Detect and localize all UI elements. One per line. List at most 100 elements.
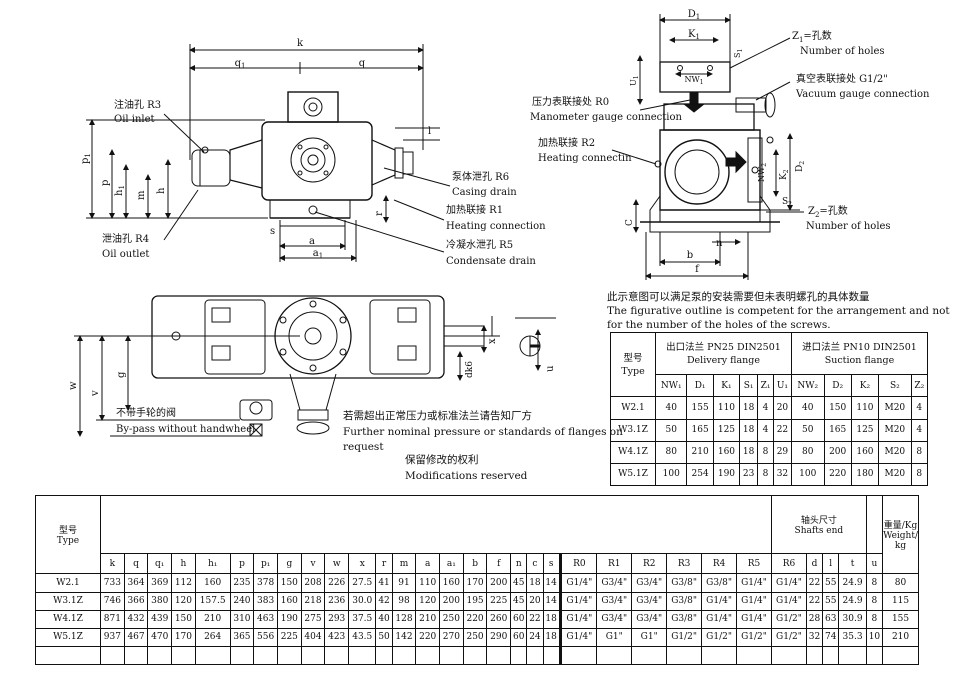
dim-p1: p1 — [80, 153, 92, 164]
dim-x: x — [487, 338, 498, 344]
table-cell: G3/4" — [596, 591, 633, 611]
label-vacuum-cn: 真空表联接处 G1/2" — [796, 74, 888, 85]
table-cell: 43.5 — [348, 627, 377, 647]
empty-cell — [324, 645, 350, 666]
table-cell: 8 — [757, 440, 774, 464]
table-cell: 37.5 — [348, 609, 377, 629]
column-header: NW₁ — [654, 374, 688, 398]
table-cell: G3/8" — [666, 573, 703, 593]
table-cell: G1/4" — [701, 609, 738, 629]
empty-cell — [439, 645, 464, 666]
table-cell: G1/4" — [561, 609, 598, 629]
shaft-en: Shafts end — [794, 526, 844, 537]
table-cell: 128 — [391, 609, 417, 629]
label-z1: Z1=孔数 — [792, 31, 832, 44]
column-header: c — [526, 553, 544, 575]
table-cell: 110 — [712, 396, 741, 420]
table-cell: 60 — [510, 627, 528, 647]
table-cell: 165 — [823, 418, 852, 442]
table-cell: 210 — [882, 627, 919, 647]
dim-nw2: NW2 — [757, 163, 768, 182]
table-cell: 195 — [462, 591, 488, 611]
column-header: k — [100, 553, 125, 575]
table-cell: 250 — [462, 627, 488, 647]
empty-cell — [561, 645, 598, 666]
table-cell: 50 — [654, 418, 688, 442]
table-cell: G3/4" — [631, 591, 668, 611]
table-cell: 23 — [739, 462, 759, 487]
table-cell: 240 — [229, 591, 255, 611]
table-cell: 41 — [375, 573, 393, 593]
table-cell: 208 — [300, 573, 326, 593]
dim-m: m — [136, 190, 147, 200]
table-cell: 463 — [253, 609, 278, 629]
empty-cell — [375, 645, 393, 666]
dim-k1: K1 — [688, 29, 700, 41]
column-header: x — [348, 553, 377, 575]
empty-cell — [300, 645, 326, 666]
dim-a1: a1 — [313, 248, 323, 260]
dim-w: w — [68, 381, 79, 390]
table-cell: 30.9 — [838, 609, 867, 629]
table-cell: 98 — [391, 591, 417, 611]
table-cell: G1/4" — [701, 591, 738, 611]
table-cell: 160 — [850, 440, 880, 464]
table-cell: 80 — [882, 573, 919, 593]
empty-cell — [171, 645, 196, 666]
table-cell: 24 — [526, 627, 544, 647]
empty-cell — [229, 645, 255, 666]
dim-nw1: NW1 — [684, 75, 703, 86]
table-cell: G1/2" — [770, 627, 807, 647]
table-cell: 150 — [276, 573, 302, 593]
table-cell: 40 — [790, 396, 825, 420]
table-cell: 165 — [686, 418, 714, 442]
table-cell: 22 — [526, 609, 544, 629]
table-cell: 220 — [415, 627, 441, 647]
table-cell: 22 — [805, 573, 824, 593]
table-cell: 112 — [171, 573, 196, 593]
table-cell: 160 — [276, 591, 302, 611]
table-cell: 275 — [300, 609, 326, 629]
table-cell: 150 — [171, 609, 196, 629]
type-cn: 型号 — [58, 526, 77, 537]
dim-g: g — [116, 371, 127, 378]
table-cell: G1/4" — [736, 591, 772, 611]
table-cell: 125 — [712, 418, 741, 442]
table-cell: 55 — [822, 591, 840, 611]
table-cell: M20 — [878, 462, 912, 487]
column-header: u — [865, 553, 884, 575]
suction-cn: 进口法兰 PN10 DIN2501 — [802, 341, 917, 353]
table-cell: 170 — [171, 627, 196, 647]
table-cell: G1/4" — [736, 609, 772, 629]
table-cell: 63 — [822, 609, 840, 629]
table-cell: 42 — [375, 591, 393, 611]
table-cell: 4 — [910, 396, 929, 420]
table-cell: 8 — [865, 609, 884, 629]
table-cell: 210 — [194, 609, 231, 629]
table-cell: 18 — [739, 440, 759, 464]
table-cell — [559, 573, 563, 593]
label-z1-en: Number of holes — [800, 46, 885, 57]
table-cell: G1/4" — [561, 591, 598, 611]
table-cell: 170 — [462, 573, 488, 593]
dim-d2: D2 — [795, 161, 806, 172]
table-cell: 18 — [739, 396, 759, 420]
label-r2-cn: 加热联接 R2 — [538, 138, 596, 149]
column-header: l — [822, 553, 840, 575]
table-cell: G3/8" — [666, 609, 703, 629]
table-cell: 290 — [486, 627, 512, 647]
table-cell: 20 — [772, 396, 792, 420]
column-header: v — [300, 553, 326, 575]
table-cell: 142 — [391, 627, 417, 647]
label-r6-en: Casing drain — [452, 187, 517, 198]
dim-s1: S1 — [733, 49, 744, 58]
